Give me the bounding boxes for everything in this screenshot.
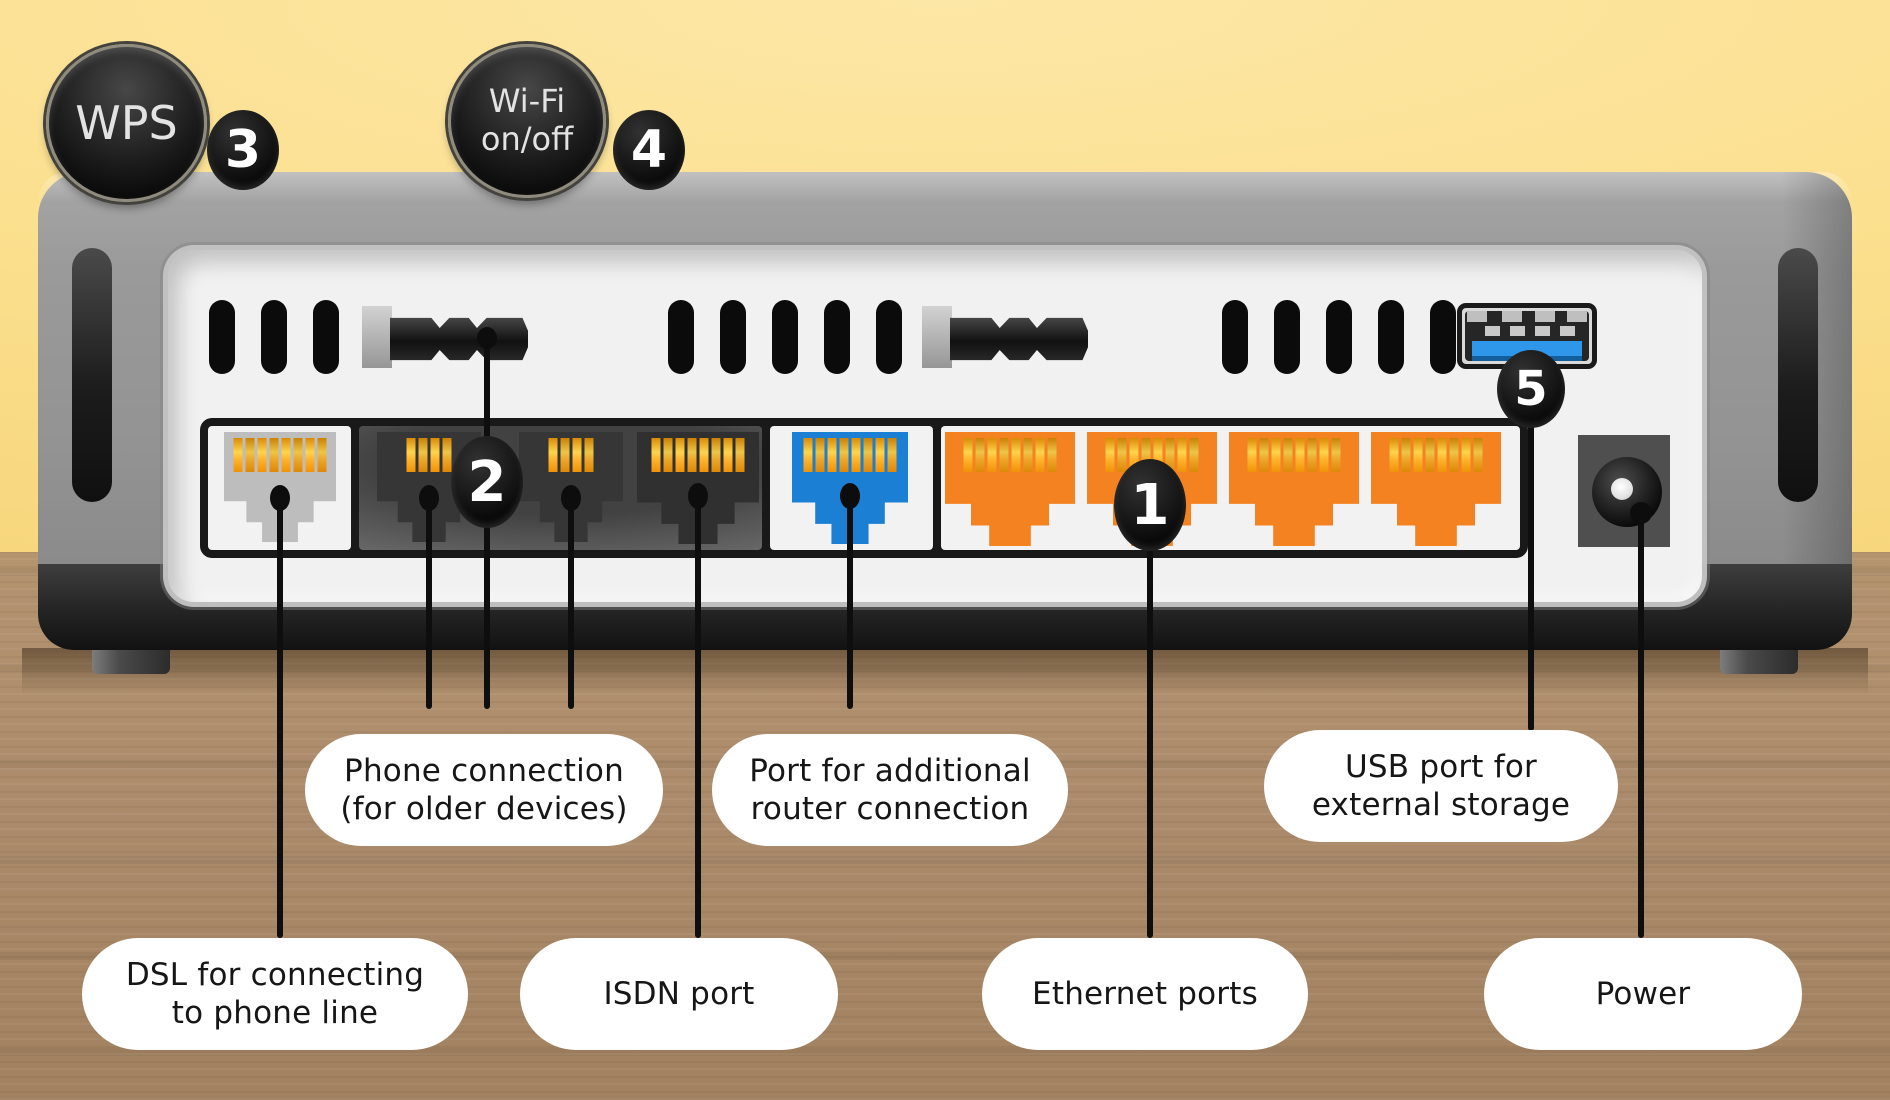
- wifi-button-label-line2: on/off: [480, 120, 574, 158]
- router-foot-left: [92, 646, 170, 674]
- isdn-port-pins: [651, 438, 745, 472]
- router-foot-right: [1720, 646, 1798, 674]
- callout-phone-line1: Phone connection: [344, 752, 624, 789]
- wan-port-pins: [803, 438, 897, 472]
- badge-ethernet-label: 1: [1130, 472, 1170, 538]
- vent-slot: [313, 300, 339, 374]
- vent-slot: [209, 300, 235, 374]
- callout-isdn: ISDN port: [520, 938, 838, 1050]
- antenna-line-dot: [477, 327, 497, 349]
- callout-ethernet-line1: Ethernet ports: [1032, 975, 1258, 1012]
- wifi-button-label-line1: Wi-Fi: [488, 82, 566, 121]
- badge-phone-ports: 2: [451, 436, 523, 528]
- usb-contact-icon: [1535, 326, 1550, 336]
- wps-button-label: WPS: [75, 96, 178, 150]
- usb-contact-icon: [1560, 326, 1575, 336]
- vent-slot: [1274, 300, 1300, 374]
- antenna-connector-icon: [390, 317, 528, 361]
- wan-line-dot: [840, 483, 860, 509]
- phone-port-pins: [406, 438, 452, 472]
- usb-tab-icon: [1467, 311, 1487, 322]
- ethernet-port-pins: [963, 438, 1057, 472]
- side-grille-right: [1778, 248, 1818, 502]
- wps-button: WPS: [46, 44, 207, 202]
- callout-power-line1: Power: [1595, 975, 1691, 1012]
- phone2-line-dot: [561, 485, 581, 511]
- ethernet-port-pins: [1247, 438, 1341, 472]
- vent-slot: [1326, 300, 1352, 374]
- usb-tab-icon: [1535, 311, 1555, 322]
- antenna-mount-tab: [362, 306, 392, 368]
- antenna-mount-tab: [922, 306, 952, 368]
- power-line-dot: [1630, 502, 1652, 524]
- vent-slot: [772, 300, 798, 374]
- side-grille-left: [72, 248, 112, 502]
- dsl-line-dot: [270, 485, 290, 511]
- callout-usb-line1: USB port for: [1345, 748, 1537, 785]
- badge-wps-label: 3: [224, 120, 262, 180]
- vent-slot: [261, 300, 287, 374]
- usb-tab-icon: [1502, 311, 1522, 322]
- router-shadow: [22, 648, 1868, 694]
- badge-ethernet-ports: 1: [1114, 459, 1186, 551]
- badge-wifi-label: 4: [630, 120, 668, 180]
- callout-usb-line2: external storage: [1311, 787, 1571, 823]
- ethernet-port-pins: [1105, 438, 1199, 472]
- phone-port-pins: [548, 438, 594, 472]
- callout-ethernet: Ethernet ports: [982, 938, 1308, 1050]
- callout-isdn-line1: ISDN port: [603, 975, 755, 1012]
- callout-dsl: DSL for connecting to phone line: [82, 938, 468, 1050]
- antenna-connector-icon: [950, 317, 1088, 361]
- callout-phone-line2: (for older devices): [340, 791, 628, 827]
- vent-slot: [668, 300, 694, 374]
- badge-wifi-button: 4: [613, 110, 685, 190]
- vent-slot: [824, 300, 850, 374]
- usb-contact-icon: [1485, 326, 1500, 336]
- callout-additional-router: Port for additional router connection: [712, 734, 1068, 846]
- usb-tab-icon: [1567, 311, 1587, 322]
- callout-phone-connection: Phone connection (for older devices): [305, 734, 663, 846]
- vent-slot: [1378, 300, 1404, 374]
- callout-additional-router-line2: router connection: [750, 791, 1030, 827]
- usb-contact-icon: [1510, 326, 1525, 336]
- callout-power: Power: [1484, 938, 1802, 1050]
- isdn-line-dot: [688, 483, 708, 509]
- power-jack-pin-icon: [1611, 478, 1633, 500]
- callout-additional-router-line1: Port for additional: [749, 752, 1031, 789]
- badge-usb-port: 5: [1497, 350, 1565, 428]
- badge-usb-label: 5: [1514, 361, 1548, 417]
- callout-dsl-line1: DSL for connecting: [125, 956, 425, 993]
- ethernet-port-pins: [1389, 438, 1483, 472]
- callout-usb-storage: USB port for external storage: [1264, 730, 1618, 842]
- dsl-port-pins: [233, 438, 327, 472]
- badge-phone-label: 2: [467, 449, 507, 515]
- vent-slot: [720, 300, 746, 374]
- callout-dsl-line2: to phone line: [171, 995, 379, 1031]
- vent-slot: [1222, 300, 1248, 374]
- vent-slot: [1430, 300, 1456, 374]
- badge-wps-button: 3: [207, 110, 279, 190]
- phone1-line-dot: [419, 485, 439, 511]
- wifi-onoff-button: Wi-Fi on/off: [448, 44, 606, 198]
- vent-slot: [876, 300, 902, 374]
- usb-port-inner: [1465, 311, 1589, 361]
